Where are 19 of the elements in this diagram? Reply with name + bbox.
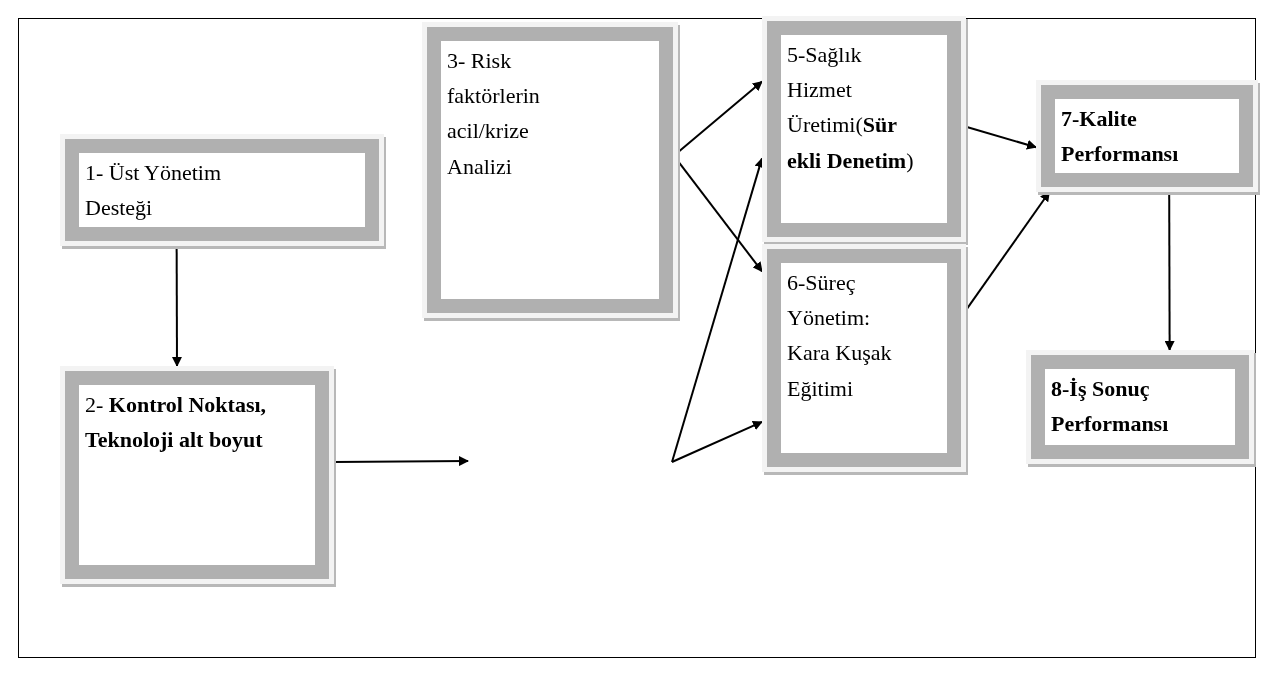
box-text: 5-Sağlık Hizmet Üretimi(Sür ekli Denetim)	[787, 41, 915, 175]
box-text: 8-İş Sonuç Performansı	[1051, 375, 1170, 439]
arrow	[671, 420, 763, 463]
process-box	[60, 366, 334, 584]
box-text: 1- Üst Yönetim Desteği	[85, 159, 223, 223]
box-text: 2- Kontrol Noktası, Teknoloji alt boyut	[85, 391, 268, 455]
box-text: 3- Risk faktörlerin acil/krize Analizi	[447, 47, 541, 181]
process-box	[422, 22, 678, 318]
arrow	[677, 160, 763, 273]
process-box	[1026, 350, 1254, 464]
process-box	[1036, 80, 1258, 192]
process-box	[60, 134, 384, 246]
process-box	[762, 244, 966, 472]
box-text: 7-Kalite Performansı	[1061, 105, 1180, 169]
arrow	[965, 125, 1037, 150]
arrow	[333, 456, 469, 467]
arrow	[677, 80, 763, 154]
process-box	[762, 16, 966, 242]
box-text: 6-Süreç Yönetim: Kara Kuşak Eğitimi	[787, 269, 893, 403]
